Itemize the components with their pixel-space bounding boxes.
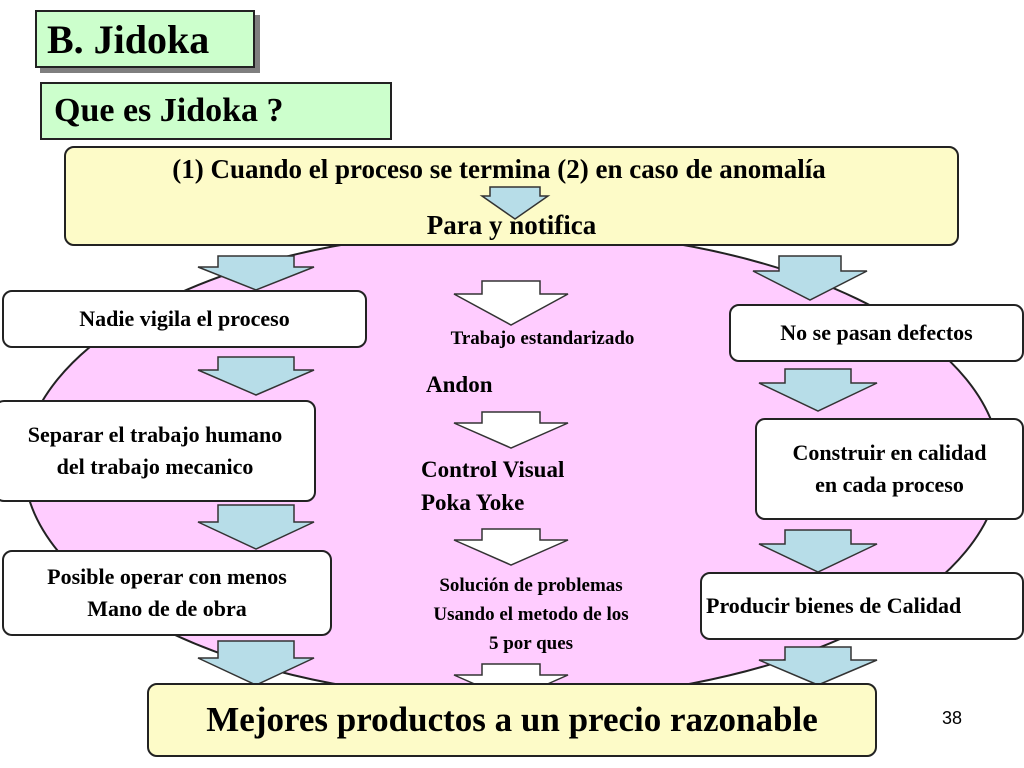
right-box-2: Construir en calidad en cada proceso	[755, 418, 1024, 520]
right-box-3-line: Producir bienes de Calidad	[706, 593, 962, 618]
left-box-1-line: Nadie vigila el proceso	[79, 306, 290, 331]
left-box-1: Nadie vigila el proceso	[2, 290, 367, 348]
page-subtitle-text: Que es Jidoka ?	[54, 92, 284, 129]
page-number: 38	[941, 708, 963, 728]
bottom-box: Mejores productos a un precio razonable	[147, 683, 877, 757]
top-box-line2: Para y notifica	[426, 210, 597, 240]
right-box-2-line: en cada proceso	[815, 472, 964, 497]
arrow-down-icon	[758, 529, 878, 573]
arrow-down-icon	[752, 255, 868, 301]
right-box-3: Producir bienes de Calidad	[700, 572, 1024, 640]
arrow-down-icon	[479, 186, 551, 220]
left-box-2-line: Separar el trabajo humano	[27, 422, 283, 448]
left-box-3: Posible operar con menos Mano de de obra	[2, 550, 332, 636]
right-box-1-line: No se pasan defectos	[780, 320, 973, 345]
top-box-line1: (1) Cuando el proceso se termina (2) en …	[172, 154, 826, 184]
center-item-4-line: 5 por ques	[488, 632, 574, 654]
arrow-down-icon	[197, 255, 315, 291]
arrow-down-icon	[453, 528, 569, 566]
center-item-1: Trabajo estandarizado	[450, 328, 635, 349]
right-box-2-line: Construir en calidad	[792, 440, 987, 466]
arrow-down-icon	[453, 411, 569, 449]
page-title: B. Jidoka	[35, 10, 255, 68]
left-box-2-line: del trabajo mecanico	[56, 454, 254, 479]
left-box-3-line: Posible operar con menos	[47, 564, 287, 590]
arrow-down-icon	[453, 280, 569, 326]
center-item-4: Solución de problemas Usando el metodo d…	[392, 572, 670, 659]
arrow-down-icon	[197, 356, 315, 396]
arrow-down-icon	[758, 368, 878, 412]
arrow-down-icon	[758, 646, 878, 686]
left-box-3-line: Mano de de obra	[87, 596, 247, 621]
center-item-3-line: Poka Yoke	[421, 490, 525, 516]
arrow-down-icon	[197, 640, 315, 686]
center-item-2: Andon	[426, 372, 493, 397]
page-subtitle: Que es Jidoka ?	[40, 82, 392, 140]
left-box-2: Separar el trabajo humano del trabajo me…	[0, 400, 316, 502]
center-item-3: Control Visual Poka Yoke	[421, 453, 564, 520]
center-item-4-line: Solución de problemas	[439, 575, 623, 596]
center-item-3-line: Control Visual	[421, 457, 565, 482]
right-box-1: No se pasan defectos	[729, 304, 1024, 362]
bottom-box-text: Mejores productos a un precio razonable	[206, 700, 818, 739]
arrow-down-icon	[197, 504, 315, 550]
center-item-4-line: Usando el metodo de los	[433, 603, 629, 625]
page-title-text: B. Jidoka	[47, 16, 210, 62]
